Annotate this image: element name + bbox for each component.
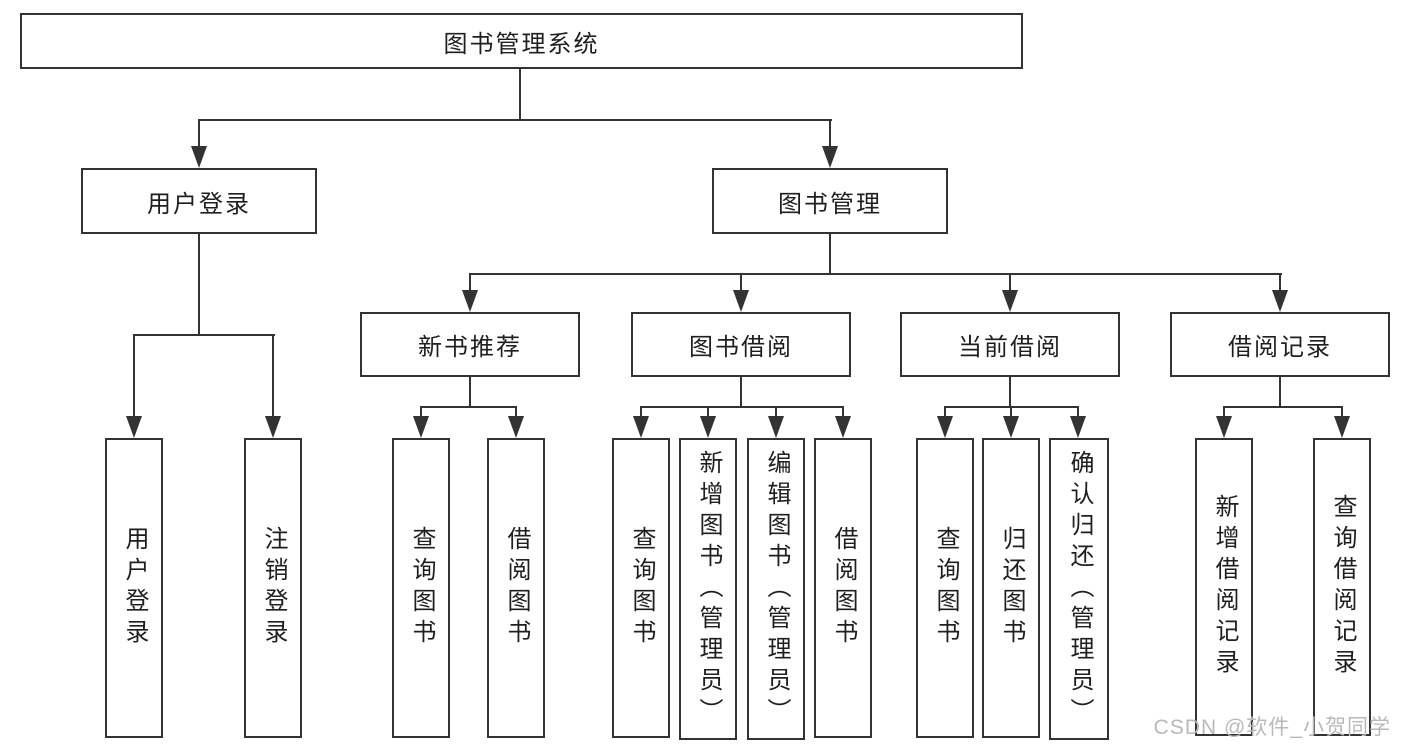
- arrow-down-icon: [633, 416, 649, 438]
- leaf-user-login: 用户登录: [105, 438, 163, 738]
- arrow-down-icon: [733, 290, 749, 312]
- connector-line: [198, 234, 200, 336]
- connector-line: [740, 273, 742, 292]
- connector-line: [515, 406, 517, 418]
- node-current-borrowing: 当前借阅: [900, 312, 1120, 377]
- connector-line: [1009, 273, 1011, 292]
- leaf-current-query-book-label: 查询图书: [932, 526, 959, 650]
- leaf-current-confirm-return-admin-label: 确认归还（管理员）: [1066, 449, 1093, 729]
- leaf-borrowing-query-book: 查询图书: [612, 438, 670, 738]
- node-new-book-recommend: 新书推荐: [360, 312, 580, 377]
- connector-line: [1279, 273, 1281, 292]
- connector-line: [842, 406, 844, 418]
- connector-line: [829, 234, 831, 275]
- arrow-down-icon: [1272, 290, 1288, 312]
- node-system-root-label: 图书管理系统: [443, 30, 600, 58]
- connector-line: [944, 406, 946, 418]
- node-current-borrowing-label: 当前借阅: [958, 334, 1062, 361]
- connector-line: [420, 406, 517, 408]
- arrow-down-icon: [265, 416, 281, 438]
- leaf-recommend-query-book-label: 查询图书: [408, 526, 435, 650]
- leaf-recommend-borrow-book-label: 借阅图书: [503, 526, 530, 650]
- node-book-borrowing-label: 图书借阅: [689, 334, 793, 361]
- node-borrow-records: 借阅记录: [1170, 312, 1390, 377]
- leaf-borrowing-query-book-label: 查询图书: [628, 526, 655, 650]
- leaf-records-add-record: 新增借阅记录: [1195, 438, 1253, 736]
- arrow-down-icon: [768, 416, 784, 438]
- leaf-logout-login-label: 注销登录: [260, 526, 287, 650]
- connector-line: [519, 69, 521, 121]
- node-borrow-records-label: 借阅记录: [1228, 334, 1332, 361]
- arrow-down-icon: [835, 416, 851, 438]
- connector-line: [707, 406, 709, 418]
- leaf-current-return-book-label: 归还图书: [998, 526, 1025, 650]
- node-system-root: 图书管理系统: [20, 13, 1023, 69]
- connector-line: [640, 406, 844, 408]
- leaf-borrowing-borrow-book: 借阅图书: [814, 438, 872, 738]
- connector-line: [640, 406, 642, 418]
- leaf-current-confirm-return-admin: 确认归还（管理员）: [1049, 438, 1109, 740]
- connector-line: [829, 119, 831, 148]
- connector-line: [198, 119, 832, 121]
- arrow-down-icon: [700, 416, 716, 438]
- arrow-down-icon: [822, 146, 838, 168]
- connector-line: [1223, 406, 1343, 408]
- arrow-down-icon: [1002, 290, 1018, 312]
- connector-line: [1009, 377, 1011, 408]
- arrow-down-icon: [1070, 416, 1086, 438]
- leaf-logout-login: 注销登录: [244, 438, 302, 738]
- arrow-down-icon: [1334, 416, 1350, 438]
- leaf-user-login-label: 用户登录: [121, 526, 148, 650]
- connector-line: [420, 406, 422, 418]
- leaf-recommend-query-book: 查询图书: [392, 438, 450, 738]
- connector-line: [740, 377, 742, 408]
- connector-line: [1341, 406, 1343, 418]
- leaf-records-query-record-label: 查询借阅记录: [1329, 494, 1356, 680]
- leaf-current-query-book: 查询图书: [916, 438, 974, 738]
- connector-line: [469, 377, 471, 408]
- node-book-borrowing: 图书借阅: [631, 312, 851, 377]
- connector-line: [272, 334, 274, 418]
- arrow-down-icon: [1216, 416, 1232, 438]
- connector-line: [775, 406, 777, 418]
- connector-line: [133, 334, 275, 336]
- connector-line: [469, 273, 1282, 275]
- arrow-down-icon: [462, 290, 478, 312]
- leaf-borrowing-borrow-book-label: 借阅图书: [830, 526, 857, 650]
- arrow-down-icon: [937, 416, 953, 438]
- arrow-down-icon: [126, 416, 142, 438]
- node-book-management: 图书管理: [712, 168, 948, 234]
- leaf-borrowing-add-book-admin-label: 新增图书（管理员）: [695, 449, 722, 729]
- connector-line: [1010, 406, 1012, 418]
- leaf-borrowing-add-book-admin: 新增图书（管理员）: [679, 438, 737, 740]
- arrow-down-icon: [191, 146, 207, 168]
- arrow-down-icon: [1003, 416, 1019, 438]
- leaf-records-add-record-label: 新增借阅记录: [1211, 494, 1238, 680]
- node-user-login: 用户登录: [81, 168, 317, 234]
- leaf-borrowing-edit-book-admin-label: 编辑图书（管理员）: [763, 449, 790, 729]
- connector-line: [469, 273, 471, 292]
- leaf-records-query-record: 查询借阅记录: [1313, 438, 1371, 736]
- arrow-down-icon: [508, 416, 524, 438]
- arrow-down-icon: [413, 416, 429, 438]
- csdn-watermark: CSDN @软件_小贺同学: [1153, 716, 1391, 739]
- node-book-management-label: 图书管理: [778, 190, 882, 218]
- node-new-book-recommend-label: 新书推荐: [418, 334, 522, 361]
- leaf-borrowing-edit-book-admin: 编辑图书（管理员）: [747, 438, 805, 740]
- connector-line: [1279, 377, 1281, 408]
- leaf-current-return-book: 归还图书: [982, 438, 1040, 738]
- connector-line: [1223, 406, 1225, 418]
- connector-line: [1077, 406, 1079, 418]
- leaf-recommend-borrow-book: 借阅图书: [487, 438, 545, 738]
- connector-line: [133, 334, 135, 418]
- node-user-login-label: 用户登录: [147, 190, 251, 218]
- connector-line: [198, 119, 200, 148]
